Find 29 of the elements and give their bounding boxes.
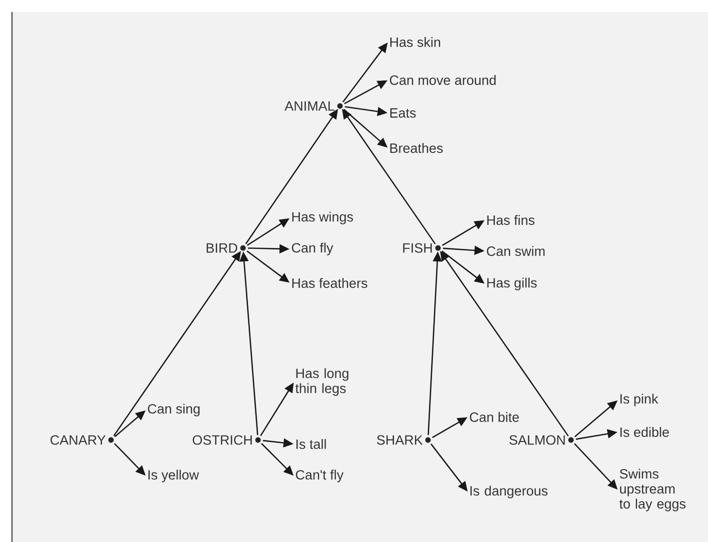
- property-label: Breathes: [390, 143, 443, 153]
- property-label: Can bite: [470, 412, 519, 422]
- property-label: Can sing: [148, 404, 200, 416]
- property-label: Has gills: [487, 278, 537, 290]
- concept-node: BIRD: [206, 243, 246, 253]
- concept-node: FISH: [403, 243, 441, 253]
- concept-node: CANARY: [50, 435, 114, 445]
- property-label: Can move around: [390, 75, 496, 85]
- property-label: Is yellow: [148, 470, 199, 482]
- concept-node: OSTRICH: [192, 435, 261, 445]
- property-label: Is edible: [620, 427, 669, 437]
- property-label: Eats: [390, 108, 416, 118]
- property-label: Has wings: [292, 212, 353, 224]
- property-label: Can fly: [292, 242, 334, 256]
- property-label: Has feathers: [292, 278, 368, 288]
- concept-node: SALMON: [509, 435, 574, 445]
- property-label: Can't fly: [296, 470, 344, 482]
- property-label: Can swim: [486, 246, 545, 256]
- property-label: Has fins: [487, 215, 534, 225]
- property-label: Is dangerous: [470, 486, 548, 498]
- property-label: Has long thin legs: [295, 368, 348, 396]
- node-label: FISH: [403, 243, 432, 253]
- concept-node: SHARK: [376, 435, 431, 445]
- property-label: Has skin: [390, 37, 440, 47]
- property-label: Swims upstream to lay eggs: [619, 468, 686, 512]
- node-label: BIRD: [206, 243, 238, 253]
- concept-node: ANIMAL: [284, 101, 343, 111]
- property-label: Is pink: [620, 394, 658, 406]
- property-label: Is tall: [296, 439, 326, 449]
